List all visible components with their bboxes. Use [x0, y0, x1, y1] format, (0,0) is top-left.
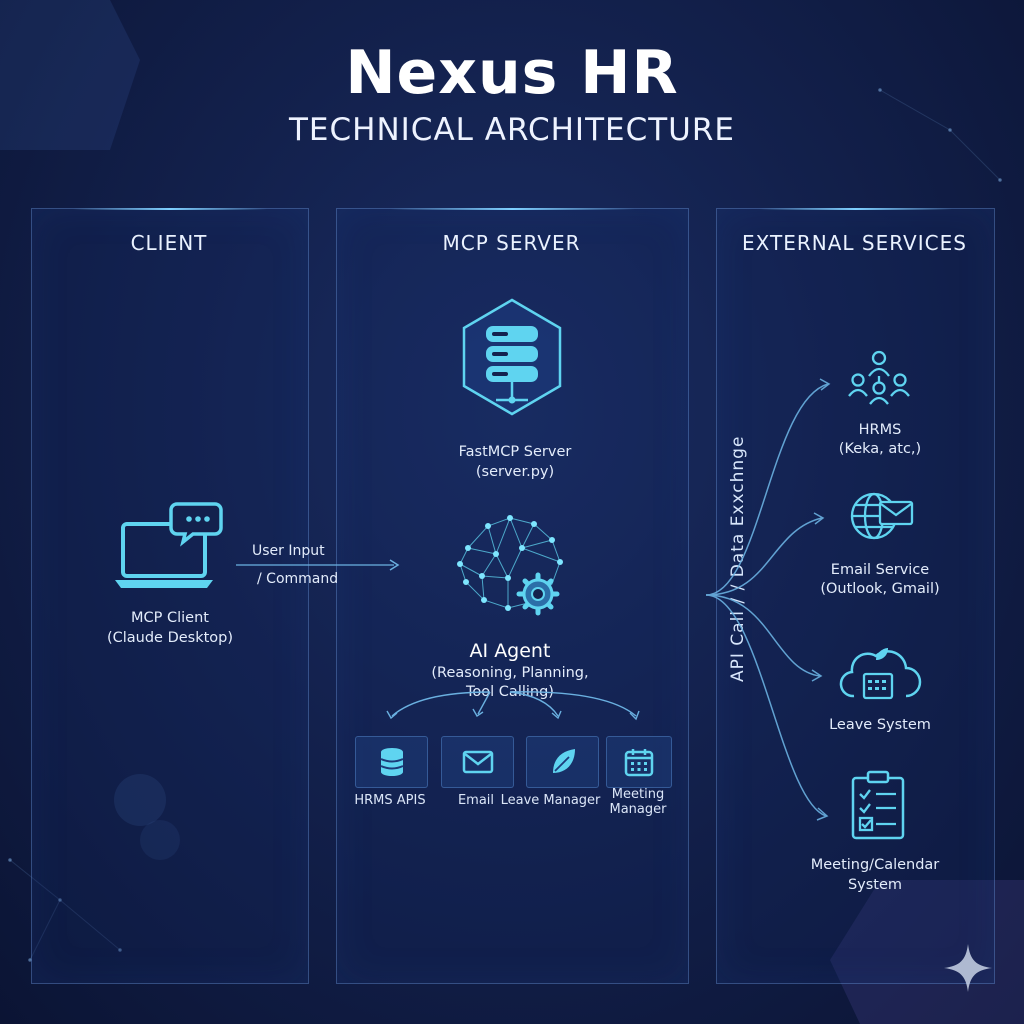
- hrms-service-name: HRMS: [858, 422, 902, 438]
- tool-meeting-manager-label-line2: Manager: [609, 802, 667, 817]
- globe-mail-icon: [850, 492, 914, 540]
- sparkle-icon: [944, 944, 992, 992]
- calendar-icon: [624, 749, 654, 777]
- agent-to-tools-arrows: [386, 691, 640, 721]
- people-network-icon: [848, 350, 910, 405]
- tool-leave-manager: [526, 736, 599, 788]
- tool-meeting-manager-label-line1: Meeting: [611, 787, 665, 802]
- database-server-icon: [462, 298, 562, 416]
- laptop-chat-icon: [115, 502, 223, 588]
- meeting-calendar-detail: System: [847, 877, 903, 893]
- fastmcp-server-name: FastMCP Server: [458, 444, 572, 460]
- envelope-icon: [462, 750, 493, 774]
- server-to-external-arrows: [705, 378, 831, 821]
- arrow-label-line1: User Input: [252, 543, 325, 559]
- arrow-label-line2: / Command: [257, 571, 339, 587]
- tool-meeting-manager: [606, 736, 672, 788]
- tool-email: [441, 736, 514, 788]
- client-to-server-arrow: [236, 559, 400, 571]
- server-column-title: MCP SERVER: [442, 231, 581, 255]
- leave-system-name: Leave System: [829, 717, 931, 733]
- page-title: Nexus HR: [345, 38, 679, 108]
- leaf-icon: [552, 749, 575, 773]
- hrms-service-detail: (Keka, atc,): [838, 441, 922, 457]
- ai-agent-name: AI Agent: [469, 640, 551, 662]
- mcp-client-name: MCP Client: [131, 610, 209, 626]
- external-services-panel: [716, 208, 995, 984]
- tool-hrms-apis-label: HRMS APIS: [354, 793, 426, 808]
- tool-hrms-apis: [355, 736, 428, 788]
- mcp-client-detail: (Claude Desktop): [106, 630, 234, 646]
- clipboard-checklist-icon: [851, 770, 905, 840]
- meeting-calendar-name: Meeting/Calendar: [810, 857, 940, 873]
- client-panel: [31, 208, 309, 984]
- ai-agent-detail-line1: (Reasoning, Planning,: [431, 665, 589, 681]
- neural-brain-gear-icon: [457, 515, 563, 616]
- external-column-title: EXTERNAL SERVICES: [742, 231, 967, 255]
- cloud-calendar-icon: [839, 648, 922, 700]
- email-service-name: Email Service: [830, 562, 930, 578]
- tool-email-label: Email: [457, 793, 495, 808]
- client-column-title: CLIENT: [130, 231, 208, 255]
- database-icon: [380, 748, 403, 776]
- fastmcp-server-detail: (server.py): [475, 464, 555, 480]
- page-subtitle: TECHNICAL ARCHITECTURE: [288, 112, 735, 148]
- tool-leave-manager-label: Leave Manager: [500, 793, 601, 808]
- email-service-detail: (Outlook, Gmail): [820, 581, 940, 597]
